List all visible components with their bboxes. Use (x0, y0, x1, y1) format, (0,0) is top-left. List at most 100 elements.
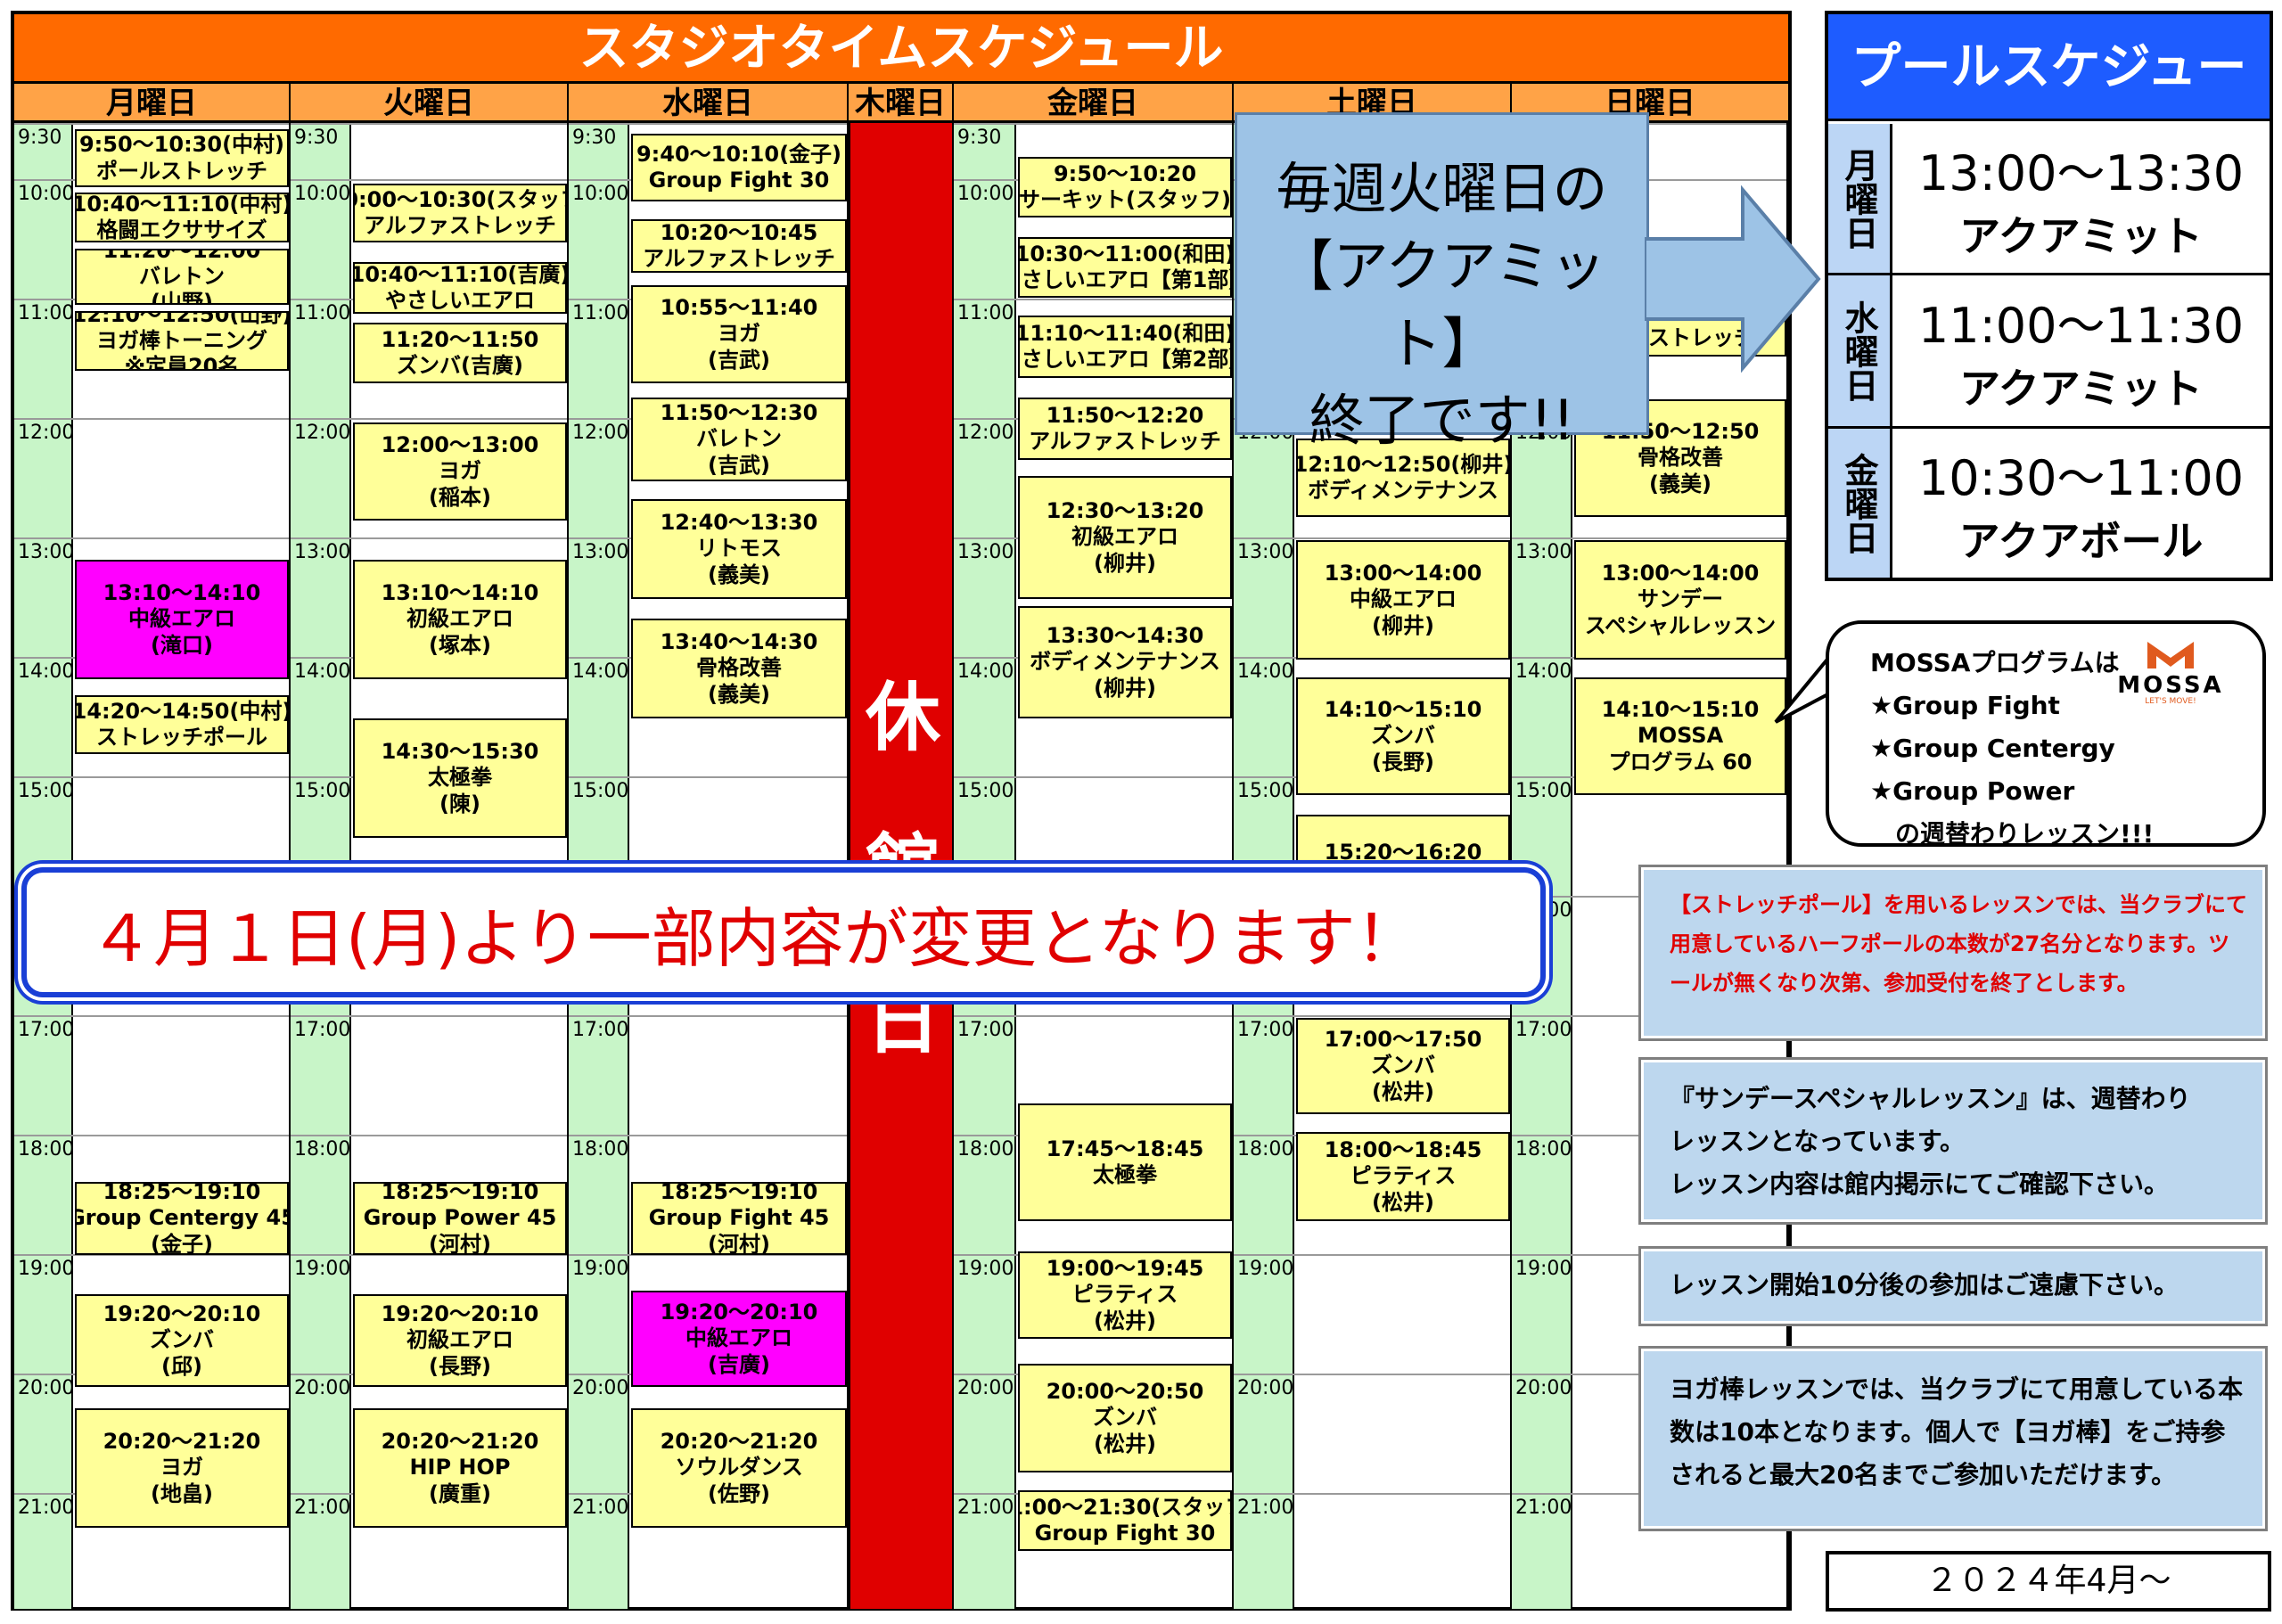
aquamit-notice: 毎週火曜日の 【アクアミット】 終了です!! (1235, 112, 1649, 453)
hour-divider (954, 123, 1234, 125)
lesson-fri: 11:10～11:40(和田)やさしいエアロ【第2部】 (1018, 316, 1232, 378)
lesson-time: 19:20～20:10 (381, 1301, 539, 1327)
time-label: 10:00 (957, 183, 1014, 205)
day-header-wed: 水曜日 (569, 84, 849, 123)
lesson-name: やさしいエアロ【第2部】 (1020, 347, 1230, 372)
column-divider (289, 123, 291, 1609)
lesson-name: アルファストレッチ (643, 246, 835, 271)
lesson-time: 19:00～19:45 (1046, 1256, 1204, 1282)
column-divider (1510, 123, 1512, 1609)
lesson-instructor: (柳井) (1094, 675, 1156, 701)
sunday-lesson-note: 『サンデースペシャルレッスン』は、週替わり レッスンとなっています。 レッスン内… (1638, 1057, 2268, 1225)
day-header-mon: 月曜日 (14, 84, 291, 123)
hour-divider (14, 1015, 291, 1017)
lesson-time: 18:25～19:10 (381, 1182, 539, 1205)
lesson-time: 14:10～15:10 (1324, 697, 1482, 723)
time-label: 13:00 (957, 541, 1014, 563)
time-label: 11:00 (294, 302, 351, 324)
lesson-instructor: (松井) (1372, 1079, 1434, 1104)
sunday-note-line: レッスン内容は館内掲示にてご確認下さい。 (1670, 1169, 2170, 1199)
lesson-instructor: (長野) (1372, 749, 1434, 775)
time-label: 20:00 (1515, 1377, 1572, 1399)
lesson-time: 13:30～14:30 (1046, 623, 1204, 649)
lesson-fri: 21:00～21:30(スタッフ)Group Fight 30 (1018, 1490, 1232, 1551)
lesson-time: 12:10～12:50(柳井) (1296, 451, 1510, 477)
time-label: 19:00 (957, 1258, 1014, 1280)
lesson-time: 18:00～18:45 (1324, 1137, 1482, 1163)
closed-char: 休 (865, 674, 940, 761)
hour-divider (954, 299, 1234, 300)
lesson-instructor: (柳井) (1372, 612, 1434, 638)
pool-day-fri: 金曜日 (1828, 429, 1892, 578)
time-label: 20:00 (957, 1377, 1014, 1399)
lesson-instructor: (松井) (1372, 1189, 1434, 1215)
time-label: 12:00 (294, 422, 351, 444)
hour-divider (1234, 1015, 1512, 1017)
time-label: 19:00 (294, 1258, 351, 1280)
hour-divider (954, 1015, 1234, 1017)
hour-divider (14, 1135, 291, 1136)
mossa-logo-sub: LET'S MOVE! (2145, 697, 2196, 706)
lesson-wed: 9:40～10:10(金子)Group Fight 30 (631, 134, 847, 201)
time-label: 12:00 (572, 422, 629, 444)
lesson-time: 9:50～10:20 (1053, 160, 1197, 186)
lesson-time: 10:30～11:00(和田) (1018, 241, 1232, 267)
lesson-mon: 10:40～11:10(中村)格闘エクササイズ (75, 193, 289, 242)
hour-divider (1234, 1254, 1512, 1256)
lesson-name: 太極拳 (428, 765, 492, 791)
lesson-time: 10:00～10:30(スタッフ) (355, 186, 565, 212)
lesson-time: 13:40～14:30 (660, 629, 818, 655)
mossa-line: MOSSAプログラムは (1870, 648, 2120, 677)
mossa-line: の週替わりレッスン!!! (1870, 819, 2155, 849)
lesson-tue: 10:40～11:10(吉廣)やさしいエアロ (353, 262, 567, 314)
time-label: 14:00 (1515, 660, 1572, 683)
lesson-name: ポールストレッチ (96, 158, 267, 184)
notice-line: 毎週火曜日の (1276, 156, 1608, 221)
hour-divider (1234, 1374, 1512, 1375)
time-label: 20:00 (572, 1377, 629, 1399)
lesson-time: 11:10～11:40(和田) (1018, 320, 1232, 346)
lesson-time: 20:00～20:50 (1046, 1379, 1204, 1405)
time-label: 11:00 (18, 302, 75, 324)
lesson-time: 11:20～11:50 (381, 326, 539, 352)
sunday-note-line: レッスンとなっています。 (1670, 1127, 1965, 1156)
time-label: 12:00 (957, 422, 1014, 444)
hour-divider (291, 179, 569, 181)
pool-day-label: 金曜日 (1839, 452, 1878, 554)
mossa-logo: MOSSA LET'S MOVE! (2095, 638, 2246, 718)
lesson-time: 12:30～13:20 (1046, 498, 1204, 524)
time-label: 11:00 (957, 302, 1014, 324)
pool-lesson: アクアミット (1959, 365, 2203, 413)
lesson-instructor: (義美) (1649, 471, 1712, 496)
lesson-time: 13:10～14:10 (381, 580, 539, 606)
time-label: 20:00 (18, 1377, 75, 1399)
mossa-line: ★Group Power (1870, 776, 2075, 806)
time-label: 13:00 (18, 541, 75, 563)
time-label: 15:00 (957, 780, 1014, 802)
lesson-name: ズンバ (1093, 1405, 1157, 1431)
stretch-pole-note: 【ストレッチポール】を用いるレッスンでは、当クラブにて用意しているハーフポールの… (1638, 865, 2268, 1041)
time-label: 14:00 (1237, 660, 1294, 683)
time-label: 13:00 (572, 541, 629, 563)
lesson-name: 初級エアロ (406, 1327, 513, 1353)
time-label: 9:30 (18, 127, 62, 149)
lesson-name: Group Power 45 (363, 1205, 557, 1231)
pool-row-wed: 11:00～11:30 アクアミット (1892, 275, 2270, 429)
lesson-name: Group Centergy 45 (75, 1205, 289, 1231)
time-label: 19:00 (1237, 1258, 1294, 1280)
lesson-instructor: (松井) (1094, 1308, 1156, 1333)
time-label: 17:00 (957, 1019, 1014, 1041)
lesson-time: 15:20～16:20 (1324, 840, 1482, 865)
hour-divider (14, 123, 291, 125)
time-label: 21:00 (1237, 1497, 1294, 1519)
pool-day-wed: 水曜日 (1828, 275, 1892, 429)
pool-row-mon: 13:00～13:30 アクアミット (1892, 124, 2270, 275)
